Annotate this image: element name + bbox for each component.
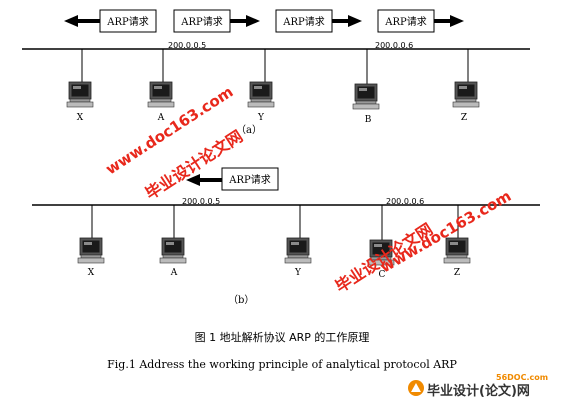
host-label: A (170, 268, 178, 278)
arp-request-a2: ARP请求 (173, 9, 260, 33)
host-b-a: B (352, 49, 380, 125)
ip-label: 200.0.0.5 (168, 41, 206, 50)
host-x-b: X (77, 205, 105, 278)
ip-label: 200.0.0.6 (375, 41, 413, 50)
logo-site-label: 56DOC.com (496, 373, 548, 382)
host-z-a: Z (452, 49, 480, 123)
host-label: B (365, 115, 372, 125)
request-label: ARP请求 (106, 15, 148, 28)
figure-title-en: Fig.1 Address the working principle of a… (107, 358, 457, 371)
arp-request-a4: ARP请求 (377, 9, 464, 33)
host-label: X (77, 113, 84, 123)
host-c-b: C (367, 205, 395, 280)
ip-label: 200.0.0.6 (386, 197, 424, 206)
arp-request-a3: ARP请求 (275, 9, 362, 33)
host-label: Y (257, 113, 265, 123)
ip-label: 200.0.0.5 (182, 197, 220, 206)
host-label: X (88, 268, 95, 278)
panel-a: ARP请求 ARP请求 ARP请求 ARP请求 200.0.0.5 200.0.… (22, 9, 530, 136)
request-label: ARP请求 (228, 173, 270, 186)
request-label: ARP请求 (384, 15, 426, 28)
host-a-a: A (147, 49, 175, 123)
arp-request-b: ARP请求 (186, 167, 279, 191)
host-label: C (379, 270, 386, 280)
host-label: Z (461, 113, 467, 123)
request-label: ARP请求 (180, 15, 222, 28)
request-label: ARP请求 (282, 15, 324, 28)
host-label: A (157, 113, 165, 123)
host-label: Z (454, 268, 460, 278)
host-x-a: X (66, 49, 94, 123)
arp-request-a1: ARP请求 (64, 9, 157, 33)
figure-title-cn: 图 1 地址解析协议 ARP 的工作原理 (195, 330, 370, 344)
host-z-b: Z (443, 205, 471, 278)
panel-a-caption: （a） (236, 124, 262, 136)
logo-text: 毕业设计(论文)网 (427, 383, 530, 399)
host-a-b: A (159, 205, 187, 278)
site-logo: 56DOC.com 毕业设计(论文)网 (408, 373, 548, 399)
host-label: Y (294, 268, 302, 278)
host-y-a: Y (247, 49, 275, 123)
panel-b-caption: （b） (228, 294, 254, 306)
host-y-b: Y (284, 205, 312, 278)
panel-b: ARP请求 200.0.0.5 200.0.0.6 X A Y C (32, 167, 540, 306)
